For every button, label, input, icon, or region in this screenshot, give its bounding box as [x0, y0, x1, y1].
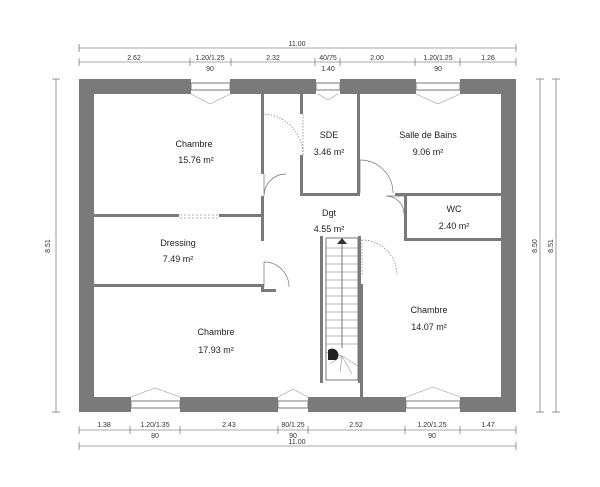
room-area-wc: 2.40 m² — [439, 221, 470, 231]
dim-bottom-seg: 1.38 — [97, 422, 111, 429]
dim-bottom-sub: 90 — [289, 433, 297, 440]
dim-bottom-seg: 2.43 — [222, 422, 236, 429]
room-area-dressing: 7.49 m² — [163, 254, 194, 264]
dim-top-total: 11.00 — [289, 41, 306, 48]
room-area-chambre-1: 15.76 m² — [178, 155, 214, 165]
dim-bottom-sub: 80 — [151, 433, 159, 440]
exterior-walls — [79, 79, 516, 412]
dim-top-seg: 1.20/1.25 — [423, 55, 452, 62]
staircase — [320, 236, 361, 383]
dim-bottom-seg: 1.20/1.25 — [417, 422, 446, 429]
room-name-salle-de-bains: Salle de Bains — [399, 130, 457, 140]
dim-bottom-seg: 2.52 — [349, 422, 363, 429]
dim-top-seg: 1.20/1.25 — [195, 55, 224, 62]
room-name-chambre-1: Chambre — [175, 139, 212, 149]
dim-top-seg: 40/75 — [319, 55, 337, 62]
room-area-chambre-2: 17.93 m² — [198, 345, 234, 355]
dim-top-sub: 1.40 — [321, 66, 335, 73]
stair-arrow-icon — [337, 238, 347, 244]
dim-bottom-sub: 90 — [428, 433, 436, 440]
dim-left-total: 8.51 — [45, 239, 52, 253]
room-name-chambre-3: Chambre — [410, 305, 447, 315]
dim-top-seg: 1.26 — [481, 55, 495, 62]
dim-top-seg: 2.32 — [266, 55, 280, 62]
room-name-wc: WC — [447, 204, 462, 214]
room-area-dgt: 4.55 m² — [314, 224, 345, 234]
room-area-salle-de-bains: 9.06 m² — [413, 147, 444, 157]
dim-right-outer: 8.51 — [548, 239, 555, 253]
stair-start-icon — [328, 348, 339, 360]
dim-bottom-seg: 80/1.25 — [281, 422, 304, 429]
dim-top-sub: 90 — [206, 66, 214, 73]
room-area-chambre-3: 14.07 m² — [411, 322, 447, 332]
dim-top-sub: 90 — [434, 66, 442, 73]
dim-bottom-seg: 1.47 — [481, 422, 495, 429]
dim-top-seg: 2.62 — [127, 55, 141, 62]
room-name-sde: SDE — [320, 130, 339, 140]
windows — [130, 82, 461, 409]
dim-top-seg: 2.00 — [370, 55, 384, 62]
door-swings — [261, 113, 405, 288]
room-name-chambre-2: Chambre — [197, 327, 234, 337]
room-name-dressing: Dressing — [160, 238, 196, 248]
dim-bottom-seg: 1.20/1.35 — [140, 422, 169, 429]
dimension-lines — [52, 44, 560, 450]
room-area-sde: 3.46 m² — [314, 147, 345, 157]
dim-bottom-total: 11.00 — [289, 439, 306, 446]
interior-walls — [94, 94, 501, 397]
window-swings — [130, 93, 461, 398]
dim-right-inner: 8.50 — [532, 239, 539, 253]
room-name-dgt: Dgt — [322, 208, 337, 218]
